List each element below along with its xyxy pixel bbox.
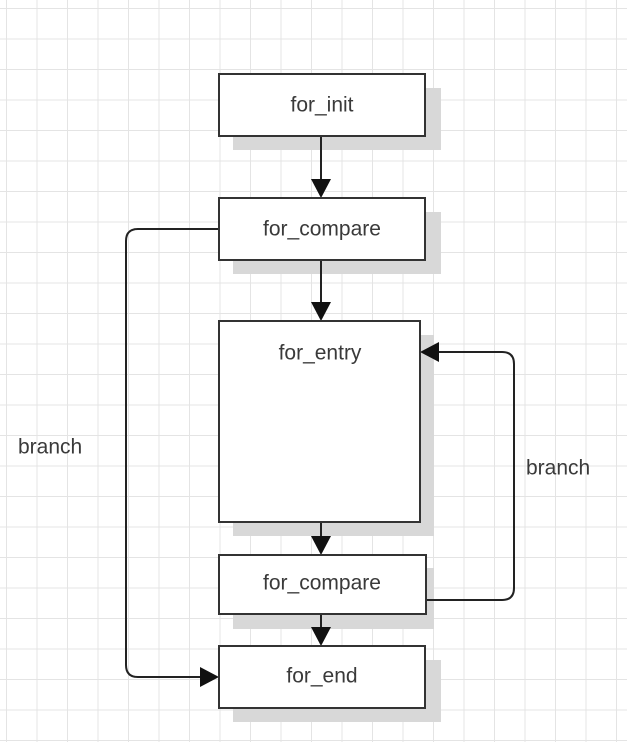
node-for-compare-bottom: for_compare <box>218 554 427 615</box>
node-for-end: for_end <box>218 645 426 709</box>
for-compare-top-label: for_compare <box>263 218 381 241</box>
arrowhead-end <box>311 627 331 646</box>
for-compare-top-box <box>218 197 426 261</box>
for-end-label: for_end <box>286 665 357 688</box>
for-compare-bottom-box <box>218 554 427 615</box>
arrowhead-entry <box>311 302 331 321</box>
node-for-compare-top: for_compare <box>218 197 426 261</box>
node-for-entry: for_entry <box>218 320 421 523</box>
arrowhead-right-branch <box>420 342 439 362</box>
for-init-box <box>218 73 426 137</box>
left-branch-label: branch <box>18 436 82 459</box>
for-entry-box <box>218 320 421 523</box>
node-for-init: for_init <box>218 73 426 137</box>
for-entry-label: for_entry <box>279 342 362 365</box>
right-branch-label: branch <box>526 457 590 480</box>
edge-left-branch <box>125 228 219 678</box>
arrowhead-compare-top <box>311 179 331 198</box>
edge-right-branch <box>426 351 515 601</box>
arrowhead-compare-bottom <box>311 536 331 555</box>
for-init-label: for_init <box>290 94 353 117</box>
arrowhead-left-branch <box>200 667 219 687</box>
for-end-box <box>218 645 426 709</box>
for-compare-bottom-label: for_compare <box>263 572 381 595</box>
